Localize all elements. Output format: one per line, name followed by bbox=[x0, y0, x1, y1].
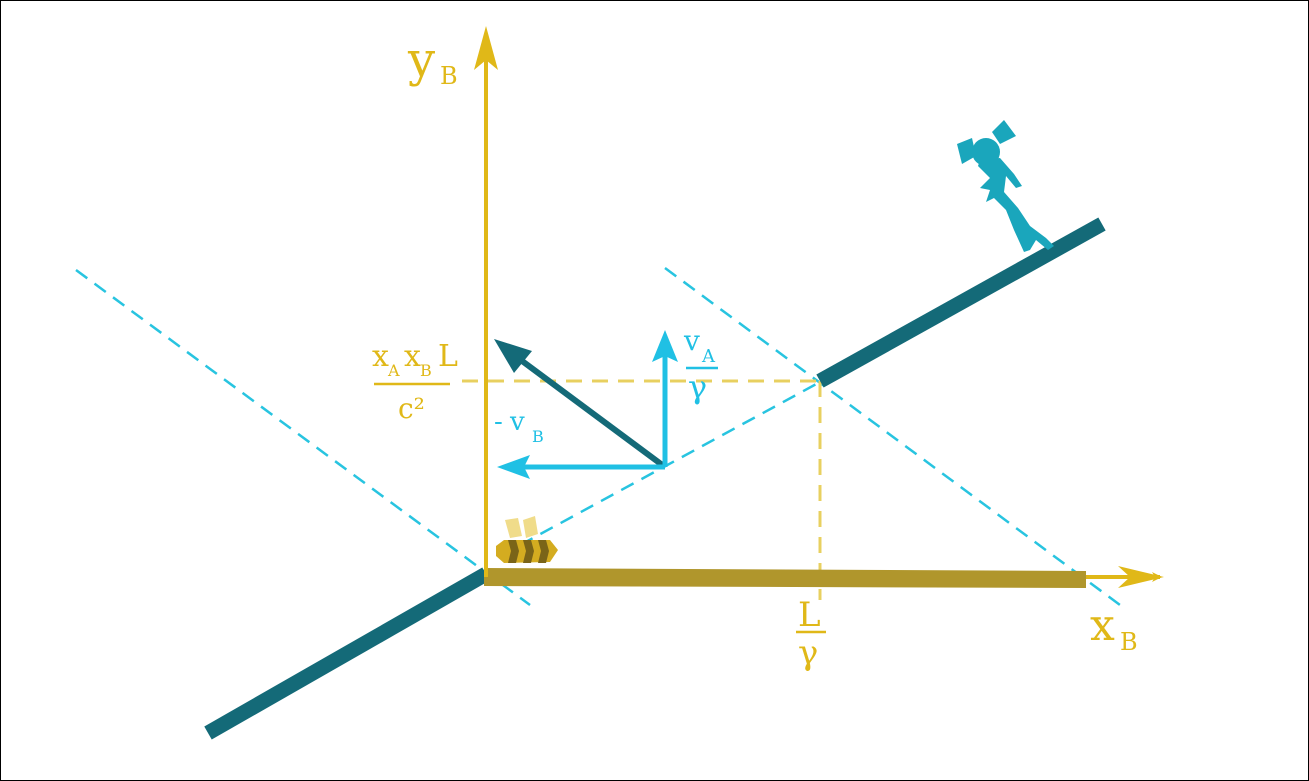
velocity-x-label: - v B bbox=[494, 407, 544, 446]
x-axis-arrowhead bbox=[1118, 566, 1164, 588]
svg-text:B: B bbox=[532, 427, 544, 446]
svg-text:c²: c² bbox=[398, 392, 425, 425]
y-axis-arrowhead bbox=[474, 26, 498, 70]
y-mark-label: x A x B L c² bbox=[372, 339, 458, 425]
svg-text:A: A bbox=[701, 346, 716, 367]
svg-text:-: - bbox=[494, 407, 503, 437]
velocity-vector bbox=[494, 339, 667, 470]
x-axis-label-subscript: B bbox=[1120, 628, 1138, 656]
svg-text:L: L bbox=[798, 595, 821, 635]
svg-text:A: A bbox=[387, 361, 400, 380]
rod-upper-segment bbox=[816, 217, 1106, 388]
svg-text:x: x bbox=[404, 339, 421, 374]
svg-text:γ: γ bbox=[798, 633, 818, 673]
bee-icon bbox=[496, 516, 558, 563]
light-line-diagonal bbox=[499, 380, 821, 558]
x-axis-label: x bbox=[1090, 600, 1115, 651]
gold-bar bbox=[484, 568, 1086, 588]
svg-text:L: L bbox=[438, 339, 458, 374]
svg-text:B: B bbox=[420, 361, 432, 380]
svg-text:x: x bbox=[372, 339, 389, 374]
svg-text:γ: γ bbox=[688, 368, 707, 406]
velocity-y-label: v A γ bbox=[683, 324, 718, 406]
svg-text:v: v bbox=[683, 324, 700, 357]
svg-text:v: v bbox=[509, 407, 525, 437]
velocity-y-component bbox=[652, 330, 678, 467]
velocity-x-component bbox=[497, 455, 665, 479]
y-axis-label: y bbox=[407, 32, 435, 88]
x-mark-label: L γ bbox=[796, 595, 826, 673]
rod-lower-segment bbox=[204, 567, 490, 740]
y-axis-label-subscript: B bbox=[440, 62, 458, 90]
light-line-right bbox=[664, 266, 1121, 607]
light-line-left bbox=[75, 268, 531, 607]
girl-silhouette-icon bbox=[957, 120, 1054, 252]
